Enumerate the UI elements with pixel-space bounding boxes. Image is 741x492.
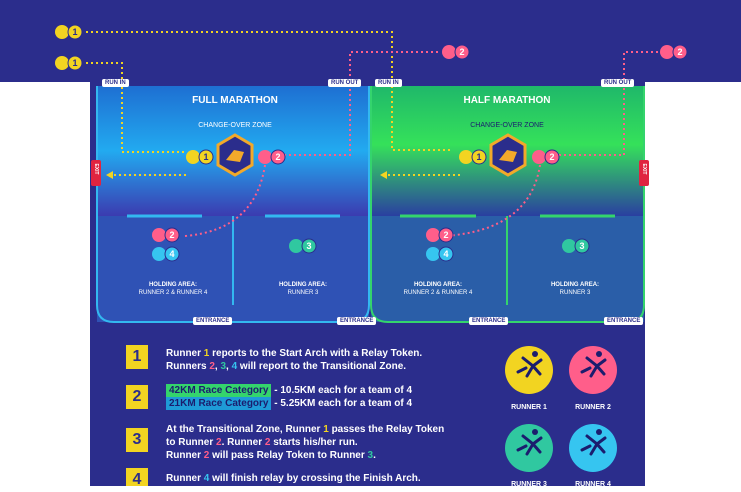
badge-num: 2 (677, 47, 683, 57)
runner2-label: RUNNER 2 (575, 404, 611, 411)
holding-runners: RUNNER 3 (287, 290, 319, 296)
step-number: 1 (126, 345, 148, 369)
run-out-tag-full: RUN OUT (328, 79, 362, 87)
exit-tag-left (91, 160, 101, 186)
run-in-tag-full: RUN IN (102, 79, 129, 87)
badge-r1-top (55, 25, 69, 39)
badge-num: 3 (579, 241, 585, 251)
runner2-path-half (556, 51, 663, 156)
changeover-label-half: CHANGE-OVER ZONE (470, 122, 544, 129)
holding-runners: RUNNER 2 & RUNNER 4 (403, 290, 473, 296)
entrance-tag: ENTRANCE (469, 317, 509, 325)
badge-num: 2 (169, 230, 175, 240)
half-marathon-title: HALF MARATHON (463, 95, 551, 106)
badge-num: 2 (275, 152, 281, 162)
runner4-label: RUNNER 4 (575, 481, 611, 488)
badge-r2-right-b (672, 44, 688, 60)
step-number: 4 (126, 468, 148, 488)
step-number: 3 (126, 428, 148, 452)
runner1-path-top (86, 62, 186, 153)
holding-label: HOLDING AREA: (148, 282, 198, 288)
badge-num: 2 (549, 152, 555, 162)
badge-r2-right (660, 45, 674, 59)
runner1-label: RUNNER 1 (511, 404, 547, 411)
badge-r1-mid-b (67, 55, 83, 71)
arrow-half (380, 171, 387, 179)
badge-r2-top-b (454, 44, 470, 60)
top-band (0, 0, 741, 82)
badge-num: 1 (72, 58, 78, 68)
badge-num: 2 (459, 47, 465, 57)
step3-text: At the Transitional Zone, Runner 1 passe… (166, 424, 445, 461)
step2-text: 42KM Race Category - 10.5KM each for a t… (166, 384, 486, 410)
entrance-tag: ENTRANCE (337, 317, 377, 325)
step1-text: Runner 1 reports to the Start Arch with … (166, 348, 423, 372)
entrance-tag: ENTRANCE (604, 317, 644, 325)
holding-label: HOLDING AREA: (550, 282, 600, 288)
holding-label: HOLDING AREA: (413, 282, 463, 288)
badge-num: 4 (443, 249, 449, 259)
step4-text: Runner 4 will finish relay by crossing t… (166, 473, 421, 484)
run-out-tag-half: RUN OUT (601, 79, 635, 87)
exit-label-left: EXIT (93, 163, 99, 175)
badge-num: 1 (203, 152, 209, 162)
run-in-tag-half: RUN IN (375, 79, 402, 87)
category-42km: 42KM Race Category (166, 384, 272, 397)
exit-tag-right (639, 160, 649, 186)
badge-r1-mid (55, 56, 69, 70)
badge-num: 1 (72, 27, 78, 37)
arrow-full (106, 171, 113, 179)
badge-num: 2 (443, 230, 449, 240)
full-zone-border (96, 86, 370, 323)
step-number: 2 (126, 385, 148, 409)
full-marathon-title: FULL MARATHON (192, 95, 278, 106)
entrance-tag: ENTRANCE (193, 317, 233, 325)
badge-num: 1 (476, 152, 482, 162)
badge-r1-top-b (67, 24, 83, 40)
badge-num: 3 (306, 241, 312, 251)
runner3-label: RUNNER 3 (511, 481, 547, 488)
changeover-label-full: CHANGE-OVER ZONE (198, 122, 272, 129)
exit-label-right: EXIT (641, 163, 647, 175)
holding-runners: RUNNER 2 & RUNNER 4 (138, 290, 208, 296)
holding-runners: RUNNER 3 (559, 290, 591, 296)
badge-num: 4 (169, 249, 175, 259)
holding-label: HOLDING AREA: (278, 282, 328, 288)
badge-r2-top (442, 45, 456, 59)
runner2-path-half-down (444, 164, 541, 237)
badge-group (55, 24, 688, 262)
category-21km: 21KM Race Category (166, 397, 272, 410)
runner1-path-full (86, 31, 450, 151)
